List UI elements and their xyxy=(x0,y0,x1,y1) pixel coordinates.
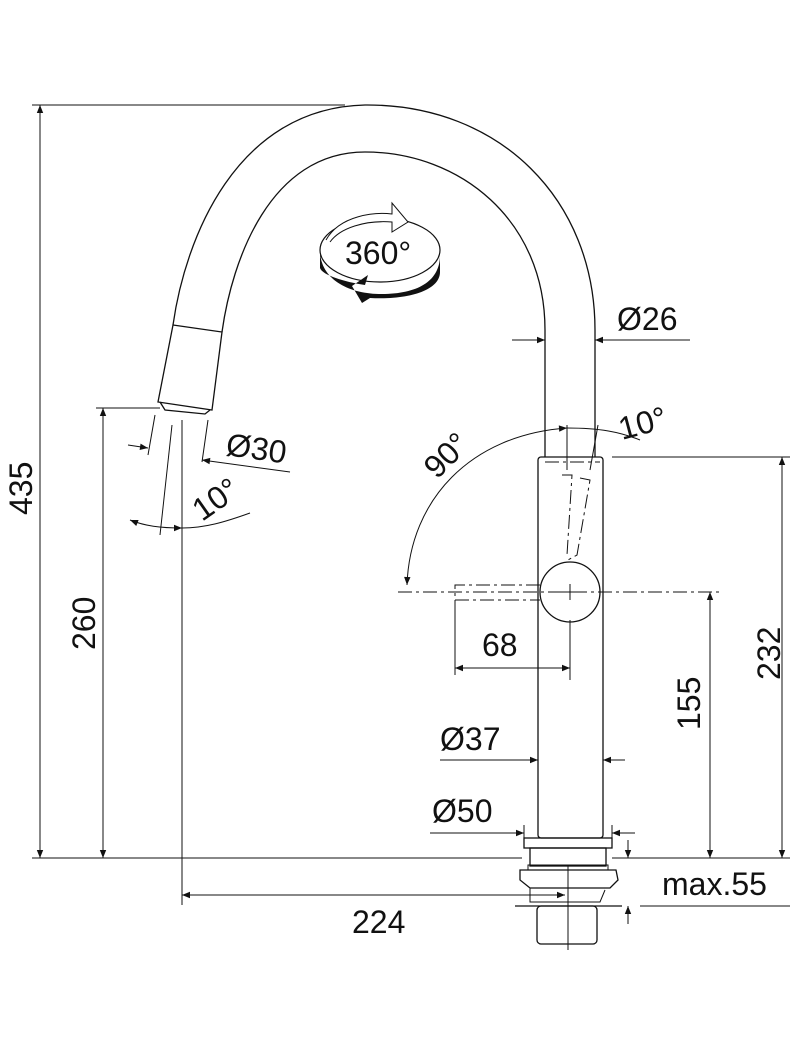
dim-lever-length: 68 xyxy=(454,600,570,675)
faucet-body xyxy=(398,425,720,839)
rotation-360-icon: 360° xyxy=(319,201,441,303)
spout-height-label: 260 xyxy=(66,597,102,650)
dim-reach: 224 xyxy=(182,891,565,940)
spout xyxy=(157,104,596,457)
lever-angle-small-label: 10° xyxy=(614,399,670,446)
dim-body-diameter: Ø37 xyxy=(440,721,625,764)
total-height-label: 435 xyxy=(3,462,39,515)
dim-outlet-diameter: Ø30 xyxy=(127,414,291,473)
dim-lever-height: 155 xyxy=(671,592,714,858)
mounting-base xyxy=(515,837,622,950)
lever-height-label: 155 xyxy=(671,677,707,730)
dim-max-thickness: max.55 xyxy=(624,840,790,924)
spray-head xyxy=(157,324,223,411)
dim-spout-height: 260 xyxy=(66,407,160,858)
spray-angle-label: 10° xyxy=(185,470,245,527)
dim-total-height: 435 xyxy=(3,104,522,859)
base-diameter-label: Ø50 xyxy=(432,793,492,829)
spout-diameter-label: Ø26 xyxy=(617,301,677,337)
dim-body-height: 232 xyxy=(612,457,790,859)
dim-lever-angles: 90° 10° xyxy=(404,399,790,586)
dim-spout-diameter: Ø26 xyxy=(512,301,690,344)
dim-spray-angle: 10° xyxy=(129,420,251,905)
reach-label: 224 xyxy=(352,904,405,940)
lever-length-label: 68 xyxy=(482,627,518,663)
body-height-label: 232 xyxy=(751,627,787,680)
outlet-diameter-label: Ø30 xyxy=(224,426,289,470)
rotation-label: 360° xyxy=(345,235,411,271)
lever-angle-large-label: 90° xyxy=(416,425,476,485)
max-thickness-label: max.55 xyxy=(662,866,767,902)
body-diameter-label: Ø37 xyxy=(440,721,500,757)
dim-base-diameter: Ø50 xyxy=(430,793,635,838)
